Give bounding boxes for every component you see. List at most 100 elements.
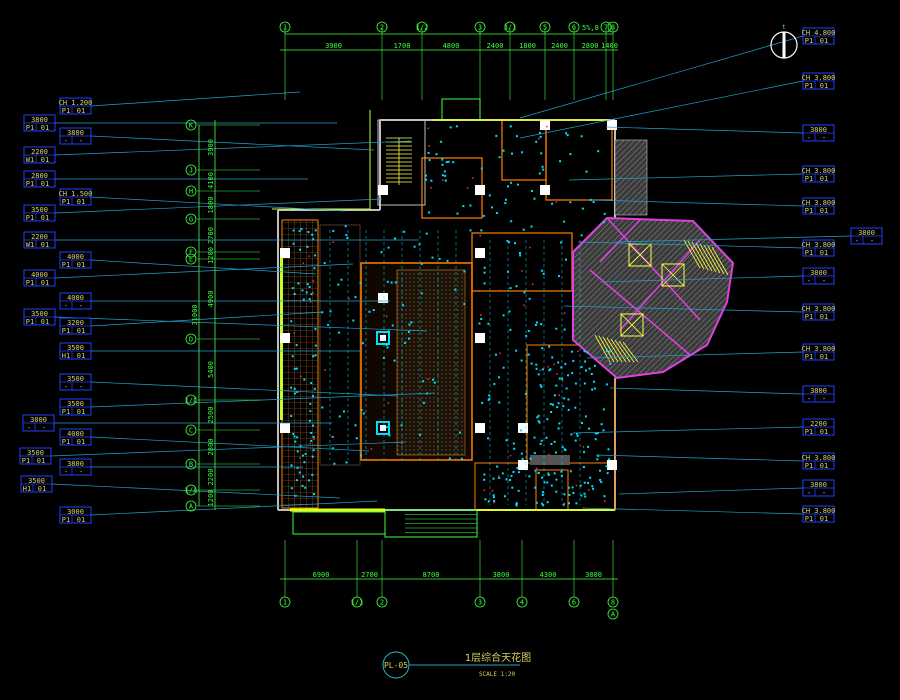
- light-fixture: [586, 351, 589, 354]
- top-axis-bubble-label: 2: [380, 24, 384, 32]
- light-fixture: [541, 368, 544, 371]
- top-axis-bubble-label: 5: [543, 24, 547, 32]
- top-dim-text: 2800: [582, 42, 599, 50]
- light-fixture: [530, 225, 533, 228]
- left-axis-bubble-label: D: [189, 336, 193, 344]
- light-fixture: [572, 359, 575, 362]
- sprinkler: [607, 359, 610, 361]
- light-fixture: [527, 353, 530, 356]
- tag-type: P1: [805, 37, 813, 45]
- light-fixture: [564, 362, 567, 365]
- top-axis-note: 5%,8: [582, 24, 599, 32]
- light-fixture: [498, 156, 501, 159]
- stair-core: [377, 119, 426, 206]
- tag-type: P1: [62, 438, 70, 446]
- sprinkler: [569, 469, 572, 472]
- tag-height: CH 3.800: [802, 305, 836, 313]
- light-fixture: [443, 170, 446, 173]
- sprinkler: [529, 246, 531, 249]
- light-fixture: [310, 439, 313, 442]
- leader-line: [90, 311, 325, 327]
- light-fixture: [295, 367, 298, 370]
- light-fixture: [538, 172, 541, 175]
- column: [475, 185, 485, 195]
- tag-type: P1: [805, 462, 813, 470]
- light-fixture: [428, 211, 431, 214]
- top-dim-text: 4800: [443, 42, 460, 50]
- leader-line: [90, 91, 301, 107]
- light-fixture: [545, 436, 548, 439]
- top-axis-bubble-label: 8: [611, 24, 615, 32]
- sprinkler: [588, 489, 590, 491]
- tag-code: -: [822, 395, 826, 403]
- light-fixture: [540, 323, 543, 326]
- light-fixture: [510, 474, 513, 477]
- light-fixture: [355, 437, 358, 440]
- light-fixture: [290, 320, 293, 323]
- light-fixture: [498, 401, 501, 404]
- light-fixture: [313, 267, 316, 270]
- sprinkler: [604, 500, 606, 502]
- light-fixture: [520, 429, 522, 432]
- light-fixture: [539, 443, 542, 445]
- tag-type: -: [807, 489, 811, 497]
- sprinkler: [466, 187, 469, 189]
- tag-type: P1: [805, 175, 813, 183]
- light-fixture: [354, 296, 357, 299]
- light-fixture: [493, 500, 496, 502]
- light-fixture: [515, 503, 518, 506]
- sprinkler: [309, 301, 312, 303]
- left-axis-bubble: [185, 185, 197, 197]
- light-fixture: [297, 282, 300, 285]
- light-fixture: [584, 360, 587, 363]
- light-fixture: [462, 205, 465, 208]
- light-fixture: [552, 403, 554, 406]
- left-axis-bubble: [185, 333, 197, 345]
- leader-line: [54, 198, 383, 214]
- light-fixture: [540, 385, 543, 388]
- bottom-axis-bubble: [474, 596, 486, 608]
- sprinkler: [499, 289, 502, 292]
- sprinkler: [332, 241, 334, 243]
- light-fixture: [540, 269, 543, 272]
- top-dim-text: 1800: [519, 42, 536, 50]
- tag-type: P1: [805, 313, 813, 321]
- tag-code: 01: [41, 318, 49, 326]
- light-fixture: [303, 378, 306, 381]
- light-fixture: [563, 397, 566, 400]
- light-fixture: [546, 481, 549, 484]
- ceiling-tag: 4000--: [59, 292, 92, 310]
- light-fixture: [448, 457, 451, 460]
- tag-height: CH 1.500: [59, 190, 93, 198]
- tag-type: -: [855, 237, 859, 245]
- leader-line: [54, 140, 412, 156]
- light-fixture: [574, 439, 577, 442]
- booth-area: [319, 224, 361, 466]
- left-axis-bubble-label: 1/C: [185, 397, 198, 405]
- light-fixture: [592, 380, 595, 383]
- planter: [292, 511, 386, 535]
- light-fixture: [433, 381, 436, 384]
- light-fixture: [535, 363, 538, 366]
- bottom-axis-bubble: [279, 596, 291, 608]
- sprinkler: [430, 187, 432, 189]
- tag-code: 01: [820, 515, 828, 523]
- light-fixture: [557, 361, 560, 364]
- light-fixture: [343, 410, 345, 413]
- leader-line: [614, 235, 852, 243]
- sprinkler: [479, 234, 481, 237]
- atrium-stair: [622, 341, 639, 363]
- light-fixture: [487, 437, 489, 440]
- bottom-axis-bubble: [351, 596, 363, 608]
- light-fixture: [589, 476, 592, 479]
- light-fixture: [511, 152, 513, 155]
- top-dim-text: 1700: [394, 42, 411, 50]
- light-fixture: [515, 135, 518, 138]
- light-fixture: [408, 337, 411, 340]
- sheet-number: PL-05: [384, 661, 408, 670]
- leader-line: [618, 487, 804, 495]
- light-fixture: [459, 431, 461, 434]
- light-fixture: [431, 256, 434, 259]
